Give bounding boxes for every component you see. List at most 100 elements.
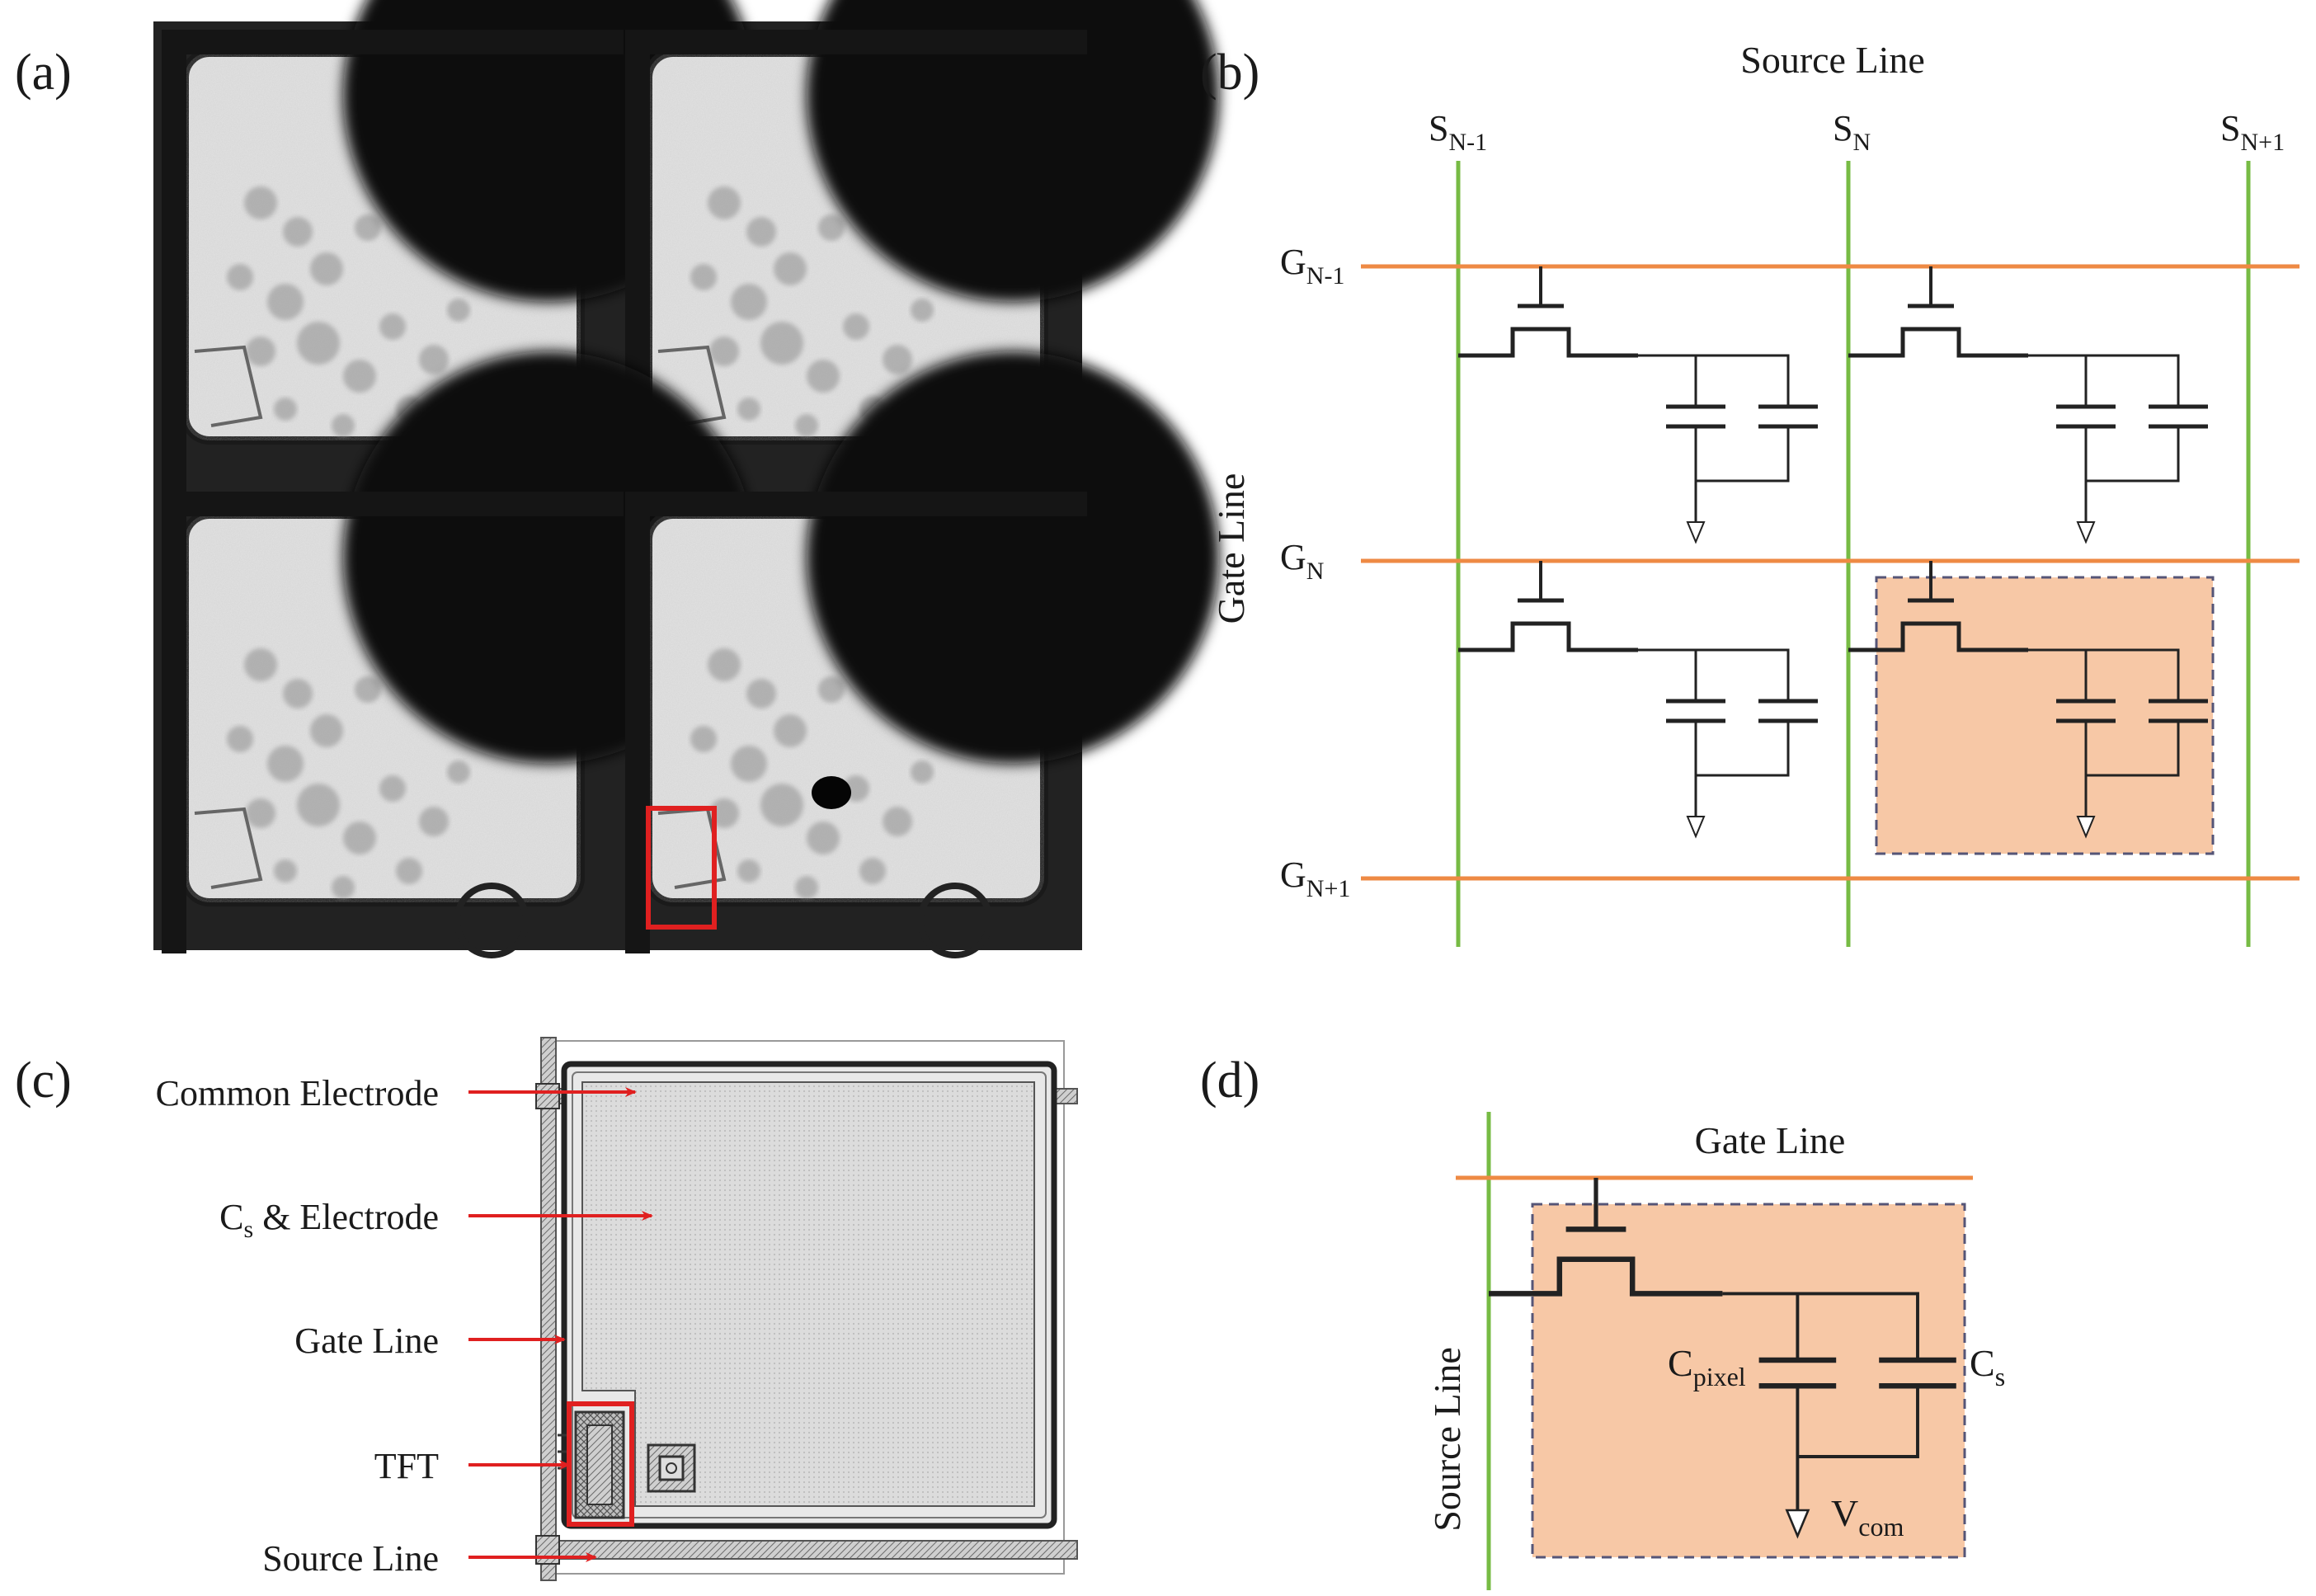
cell-spot — [883, 807, 912, 836]
callout-cs-electrode: Cs & Electrode — [219, 1197, 439, 1243]
pixel-circuit-n-1-n — [1848, 266, 2208, 544]
pixel-cell — [625, 351, 1219, 958]
cell-spot — [690, 726, 717, 752]
cell-spot — [332, 414, 355, 437]
layout-corner-pad-top — [535, 1083, 560, 1109]
panel-b-pixel-array-circuit: (b) Source Line Gate Line SN-1 SN SN+1 G… — [1200, 39, 2300, 947]
panel-d-single-pixel-circuit: (d) Gate Line Source Line Cpixel Cs Vcom — [1200, 1052, 2005, 1590]
cell-spot — [911, 760, 934, 784]
cell-spot — [843, 313, 869, 340]
cell-spot — [447, 299, 470, 322]
cell-gap-top — [162, 492, 624, 516]
tft-channel — [1848, 327, 2028, 358]
cell-spot — [818, 676, 845, 703]
cell-spot — [760, 322, 803, 365]
tft-region-highlight — [646, 806, 717, 930]
pixel-cell — [625, 0, 1219, 497]
cell-spot — [708, 648, 741, 681]
cell-gap-left — [162, 492, 186, 953]
layout-source-line — [540, 1540, 1078, 1560]
cell-spot — [274, 859, 297, 883]
ground-wire — [1694, 721, 1790, 817]
cell-spot — [332, 876, 355, 899]
cell-spot — [690, 264, 717, 290]
cell-spot — [310, 252, 343, 285]
tft-channel — [1458, 621, 1638, 652]
cell-trace — [194, 807, 263, 889]
node-wire — [2028, 648, 2180, 701]
d-source-line-label: Source Line — [1426, 1347, 1468, 1532]
single-pixel-region — [1531, 1203, 1966, 1559]
ground-wire — [2084, 721, 2180, 817]
single-pixel-circuit — [1489, 1178, 1956, 1539]
node-wire — [2028, 354, 2180, 407]
tft-channel — [1458, 327, 1638, 358]
callout-tft: TFT — [374, 1446, 439, 1486]
panel-b-label: (b) — [1200, 45, 1259, 101]
cell-spot — [746, 679, 776, 709]
pixel-circuit-n-n — [1848, 561, 2208, 839]
tft-channel — [1489, 1256, 1723, 1297]
cell-spot — [774, 714, 807, 747]
gate-label-n-1: GN-1 — [1280, 242, 1344, 290]
cell-spot — [708, 186, 741, 219]
ground-wire — [1694, 426, 1790, 522]
ground-wire — [1796, 1386, 1919, 1510]
spacer-ring — [917, 883, 993, 958]
defect-spot — [812, 776, 851, 809]
cell-spot — [246, 337, 275, 366]
vcom-terminal — [1686, 816, 1706, 839]
panel-a-micrograph: (a) — [15, 0, 1219, 958]
cell-spot — [283, 679, 313, 709]
spacer-ring — [454, 883, 530, 958]
label-vcom: Vcom — [1831, 1492, 1904, 1542]
label-cs: Cs — [1970, 1342, 2005, 1391]
cell-spot — [795, 414, 818, 437]
cell-spot — [227, 264, 253, 290]
layout-source-bus — [540, 1037, 557, 1581]
cell-spot — [911, 299, 934, 322]
cell-spot — [818, 214, 845, 241]
layout-corner-pad-bottom — [535, 1535, 560, 1565]
cell-spot — [419, 807, 449, 836]
layout-via-core — [666, 1462, 677, 1474]
pixel-circuit-n-1-n-1 — [1458, 266, 1818, 544]
highlighted-pixel-region — [1875, 576, 2215, 855]
cell-spot — [227, 726, 253, 752]
ground-wire — [2084, 426, 2180, 522]
cell-spot — [274, 398, 297, 421]
cell-spot — [746, 217, 776, 247]
gate-label-n: GN — [1280, 537, 1324, 585]
cell-gap-top — [625, 492, 1087, 516]
cell-spot — [760, 784, 803, 826]
pixel-circuit-n-n-1 — [1458, 561, 1818, 839]
callout-source-line: Source Line — [262, 1538, 439, 1579]
node-wire — [1638, 354, 1790, 407]
cell-spot — [737, 859, 760, 883]
d-pixel-circuit — [1489, 1178, 1956, 1539]
cell-spot — [379, 313, 406, 340]
cell-gap-top — [625, 30, 1087, 54]
cell-spot — [297, 784, 340, 826]
callout-gate-line: Gate Line — [294, 1321, 439, 1361]
cell-spot — [795, 876, 818, 899]
cell-spot — [419, 345, 449, 374]
d-gate-line-label: Gate Line — [1695, 1119, 1846, 1161]
cell-spot — [310, 714, 343, 747]
source-label-n-1: SN-1 — [1429, 108, 1487, 156]
panel-c-label: (c) — [15, 1052, 72, 1109]
cell-spot — [267, 746, 304, 782]
vcom-terminal — [1785, 1509, 1810, 1539]
source-label-n+1: SN+1 — [2220, 108, 2285, 156]
vcom-terminal — [1686, 521, 1706, 544]
cell-spot — [447, 760, 470, 784]
cell-spot — [267, 284, 304, 320]
tft-channel — [1848, 621, 2028, 652]
source-label-n: SN — [1833, 108, 1871, 156]
cell-spot — [355, 676, 381, 703]
cell-spot — [396, 858, 422, 884]
gate-line-side-label: Gate Line — [1210, 473, 1252, 624]
panel-a-label: (a) — [15, 45, 72, 101]
cell-spot — [709, 337, 739, 366]
